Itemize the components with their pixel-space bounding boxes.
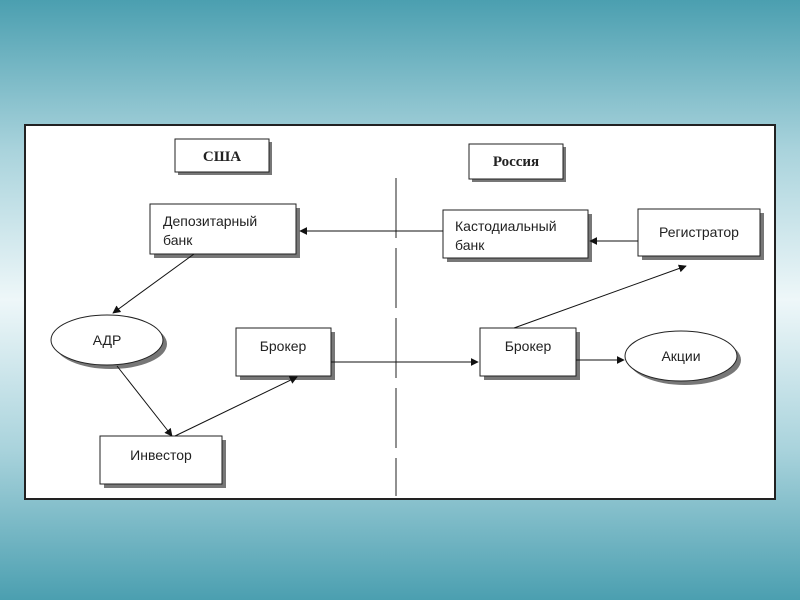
broker-usa-node: Брокер [235, 327, 335, 380]
depositary-bank-label-line1: Депозитарный [163, 213, 257, 229]
arrow-investor-to-broker-usa [174, 376, 298, 437]
broker-russia-label: Брокер [505, 338, 552, 354]
usa-label-box: США [174, 138, 272, 175]
shares-label: Акции [661, 348, 700, 364]
adr-node: АДР [50, 314, 167, 369]
custodial-bank-label-line1: Кастодиальный [455, 218, 557, 234]
arrow-broker-russia-to-registrar [513, 264, 687, 329]
registrar-label: Регистратор [659, 224, 739, 240]
arrow-depositary-to-adr [112, 253, 195, 314]
russia-label: Россия [493, 154, 539, 170]
custodial-bank-label-line2: банк [455, 237, 485, 253]
depositary-bank-label-line2: банк [163, 232, 193, 248]
broker-usa-label: Брокер [260, 338, 307, 354]
investor-label: Инвестор [130, 447, 192, 463]
registrar-node: Регистратор [637, 208, 764, 260]
depositary-bank-node: Депозитарный банк [149, 203, 300, 258]
investor-node: Инвестор [99, 435, 226, 488]
broker-russia-node: Брокер [479, 327, 580, 380]
usa-label: США [203, 149, 241, 165]
russia-label-box: Россия [468, 143, 566, 182]
adr-label: АДР [93, 332, 122, 348]
custodial-bank-node: Кастодиальный банк [442, 209, 592, 262]
shares-node: Акции [624, 330, 741, 385]
arrow-adr-to-investor [116, 365, 173, 437]
